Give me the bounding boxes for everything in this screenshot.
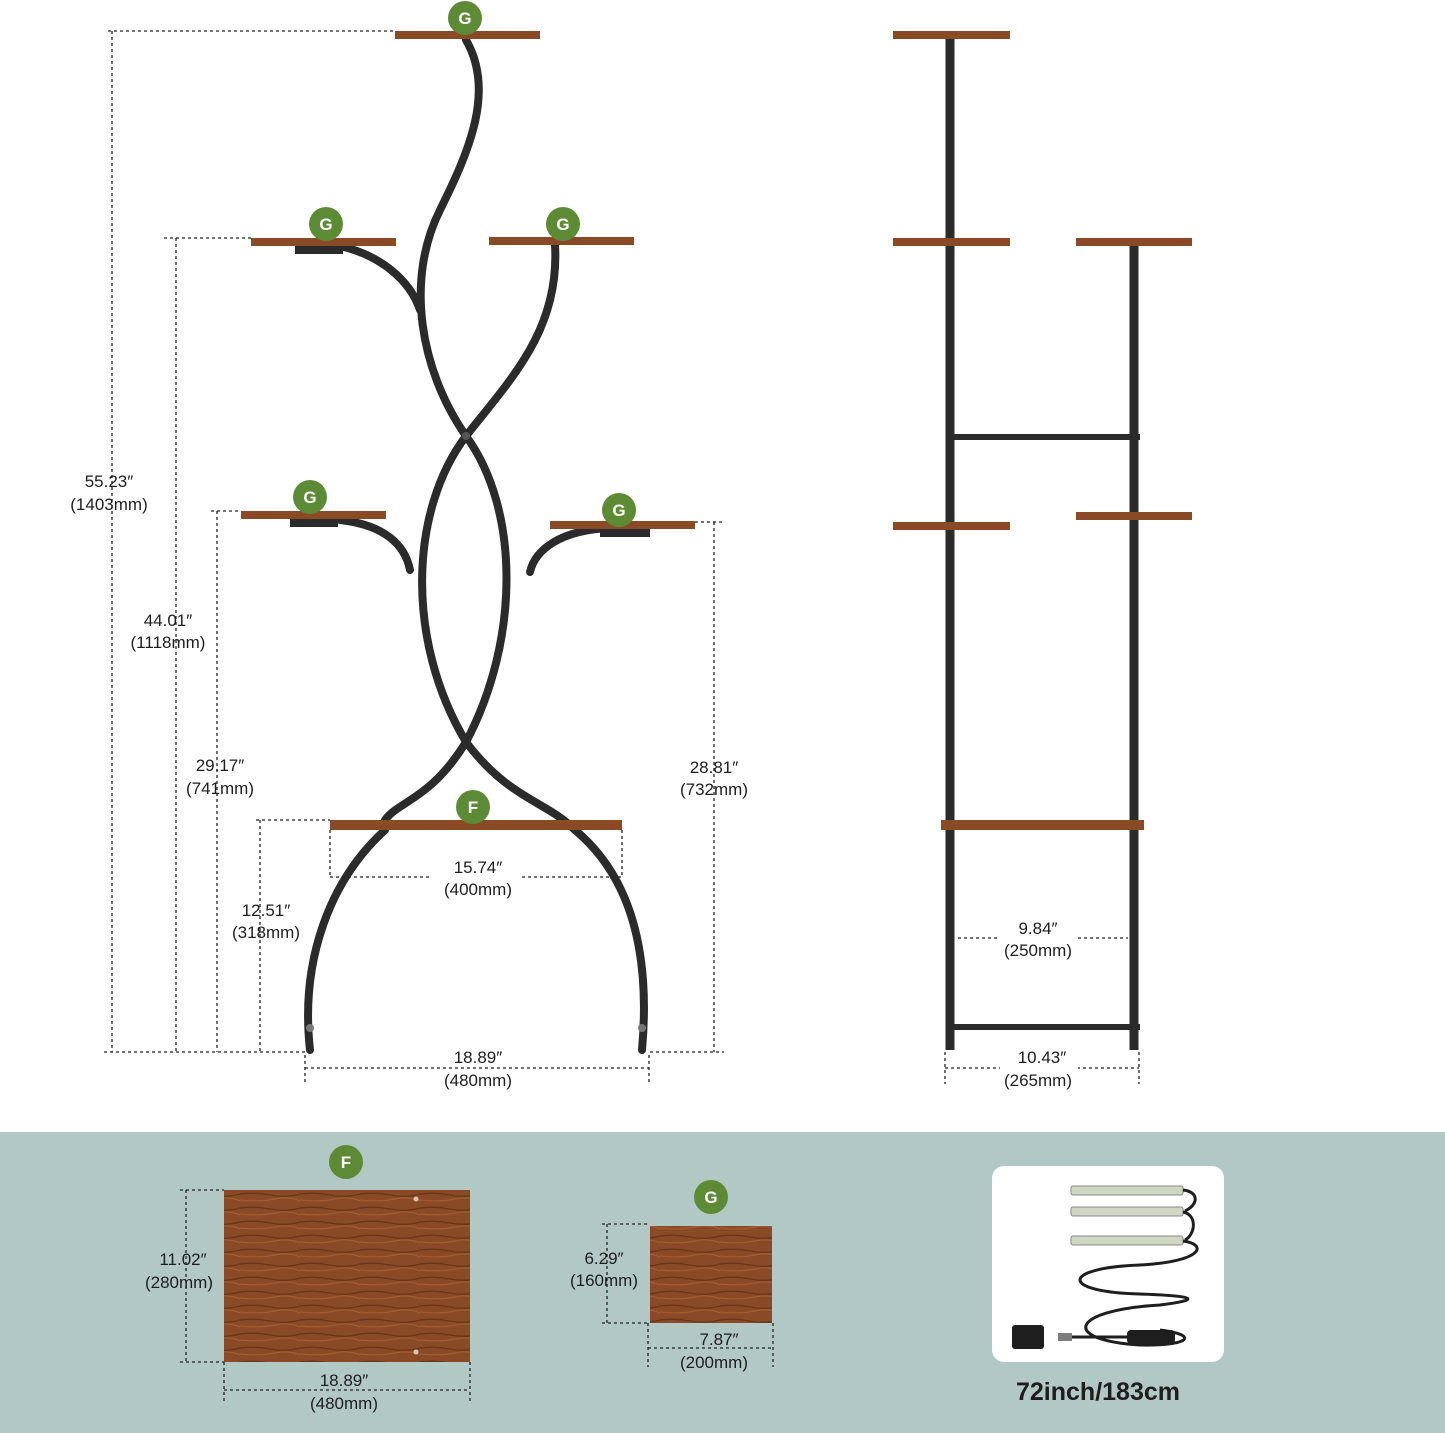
base-width-in: 18.89″ [454, 1048, 503, 1067]
front-frame-leg-right [571, 826, 648, 1054]
front-shelf-g-upper-right [489, 237, 634, 245]
bottom-shelf-width-in: 15.74″ [454, 858, 503, 877]
front-frame-joint [462, 432, 470, 440]
front-frame-leg-left [304, 826, 389, 1054]
side-view: 9.84″ (250mm) 10.43″ (265mm) [893, 31, 1192, 1090]
inner-depth-mm: (250mm) [1004, 941, 1072, 960]
outer-depth-label-bg [1000, 1050, 1078, 1090]
front-shelf-g-upper-left [251, 238, 396, 246]
panel-f-detail: F 11.02″ (280mm) 18.89″ (480mm) [145, 1145, 471, 1413]
second-tier-left-height-in: 29.17″ [196, 756, 245, 775]
front-leg-bolt-right [638, 1024, 646, 1032]
side-shelf-mid-right [1076, 512, 1192, 520]
panel-f-hole [413, 1349, 419, 1355]
panel-f-width-in: 18.89″ [320, 1371, 369, 1390]
svg-text:F: F [341, 1153, 351, 1172]
front-frame-branch-mid-right [526, 524, 614, 576]
side-shelf-top [893, 31, 1010, 39]
total-height-mm: (1403mm) [70, 495, 147, 514]
dim-line-second-tier-left [211, 510, 241, 1052]
side-shelf-mid-left [893, 522, 1010, 530]
side-shelf-upper-left [893, 238, 1010, 246]
front-light-bar-mid-left [290, 519, 338, 527]
dim-line-bottom-shelf [256, 819, 330, 1052]
badge-g-top: G [448, 1, 482, 35]
dim-line-second-tier-right [650, 521, 724, 1053]
dim-line-total-height [104, 30, 395, 1053]
dim-line-panel-f-width [223, 1362, 471, 1402]
third-tier-height-mm: (1118mm) [131, 633, 206, 652]
panel-g-width-in: 7.87″ [699, 1330, 738, 1349]
outer-depth-in: 10.43″ [1018, 1048, 1067, 1067]
usb-power-adapter [1012, 1325, 1044, 1349]
grow-light-bar [1070, 1235, 1184, 1246]
badge-g-upper-left: G [309, 207, 343, 241]
total-height-in: 55.23″ [85, 472, 134, 491]
panel-f-board [224, 1190, 470, 1362]
svg-text:G: G [303, 488, 316, 507]
grow-light-cable [1078, 1188, 1199, 1347]
bottom-shelf-width-mm: (400mm) [444, 880, 512, 899]
grow-light-bar [1070, 1185, 1184, 1196]
front-shelf-g-top [395, 31, 540, 39]
dim-line-third-tier [164, 237, 251, 1052]
front-shelf-f-bottom [330, 820, 622, 830]
badge-g-panel: G [694, 1180, 728, 1214]
inner-depth-in: 9.84″ [1018, 919, 1057, 938]
front-view: G G G G G F 55.23″ (1403m [70, 1, 748, 1090]
second-tier-left-height-mm: (741mm) [186, 779, 254, 798]
front-frame-branch-upper-left [336, 242, 424, 314]
front-frame-trunk-b [418, 241, 579, 834]
badge-g-mid-right: G [602, 493, 636, 527]
svg-text:F: F [468, 798, 478, 817]
second-tier-right-height-in: 28.81″ [690, 758, 739, 777]
grow-light-cable-length: 72inch/183cm [1016, 1378, 1180, 1406]
dim-line-base-width [304, 1055, 650, 1084]
panel-f-height-mm: (280mm) [145, 1273, 213, 1292]
usb-plug [1058, 1333, 1072, 1341]
panel-g-height-in: 6.29″ [584, 1249, 623, 1268]
light-controller [1127, 1330, 1175, 1344]
panel-f-width-mm: (480mm) [310, 1394, 378, 1413]
svg-text:G: G [612, 501, 625, 520]
front-light-bar-mid-right [600, 529, 650, 537]
third-tier-height-in: 44.01″ [144, 611, 193, 630]
badge-g-mid-left: G [293, 480, 327, 514]
svg-text:G: G [704, 1188, 717, 1207]
side-shelf-bottom [941, 820, 1144, 830]
side-shelf-upper-right [1076, 238, 1192, 246]
badge-f-panel: F [329, 1145, 363, 1179]
front-frame-branch-mid-left [336, 516, 414, 574]
grow-light-kit [1012, 1185, 1199, 1349]
front-shelf-g-mid-left [241, 511, 386, 519]
panel-f-height-in: 11.02″ [159, 1250, 206, 1269]
dim-line-panel-f-height [180, 1189, 224, 1363]
panel-g-width-mm: (200mm) [680, 1353, 748, 1372]
badge-g-upper-right: G [546, 207, 580, 241]
bottom-shelf-height-in: 12.51″ [242, 901, 291, 920]
badge-f-bottom: F [456, 790, 490, 824]
front-leg-bolt-left [306, 1024, 314, 1032]
svg-text:G: G [556, 215, 569, 234]
inner-depth-label-bg [1000, 920, 1078, 960]
panel-g-height-mm: (160mm) [570, 1271, 638, 1290]
front-light-bar-upper-left [295, 246, 343, 254]
outer-depth-mm: (265mm) [1004, 1071, 1072, 1090]
bottom-shelf-height-mm: (318mm) [232, 923, 300, 942]
panel-f-hole [413, 1196, 419, 1202]
dim-line-panel-g-height [602, 1223, 650, 1324]
panel-g-detail: G 6.29″ (160mm) 7.87″ (200mm) [570, 1180, 774, 1372]
panel-g-board [650, 1226, 772, 1323]
svg-text:G: G [458, 9, 471, 28]
second-tier-right-height-mm: (732mm) [680, 780, 748, 799]
dim-line-panel-g-width [647, 1323, 774, 1367]
svg-text:G: G [319, 215, 332, 234]
base-width-mm: (480mm) [444, 1071, 512, 1090]
grow-light-bar [1070, 1206, 1184, 1217]
